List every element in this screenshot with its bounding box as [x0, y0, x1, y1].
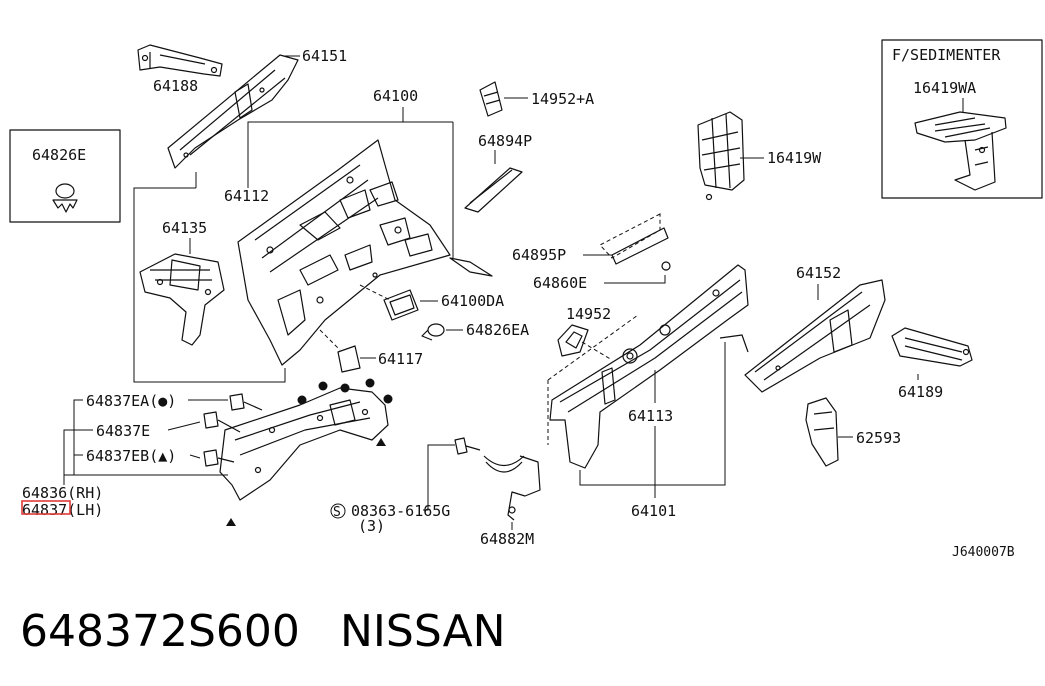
label-08363-qty: (3) — [358, 517, 385, 535]
part-64895P-drawing — [611, 227, 671, 271]
label-14952[interactable]: 14952 — [566, 305, 611, 323]
sedimenter-bracket-drawing — [914, 111, 1007, 191]
rail-64152-drawing — [744, 279, 886, 393]
label-64837E[interactable]: 64837E — [96, 422, 150, 440]
caption-brand: NISSAN — [340, 606, 506, 657]
label-64826E[interactable]: 64826E — [32, 146, 86, 164]
bolt-08363-drawing — [454, 437, 481, 455]
label-64826EA[interactable]: 64826EA — [466, 321, 529, 339]
label-64100[interactable]: 64100 — [373, 87, 418, 105]
grommet-14952-drawing — [557, 324, 589, 357]
bolts-drawing — [203, 393, 263, 467]
label-64836[interactable]: 64836(RH) — [22, 484, 103, 502]
label-64837[interactable]: 64837(LH) — [22, 501, 103, 519]
label-64152[interactable]: 64152 — [796, 264, 841, 282]
label-64837EB[interactable]: 64837EB(▲) — [86, 447, 176, 465]
label-64117[interactable]: 64117 — [378, 350, 423, 368]
pad-64100DA-drawing — [383, 289, 419, 321]
caption-part-number: 648372S600 — [20, 606, 300, 657]
highlight-box-64837 — [21, 500, 71, 515]
diagram-code: J640007B — [952, 545, 1015, 560]
bracket-16419W-drawing — [697, 111, 745, 201]
clip-64826EA-drawing — [421, 323, 445, 341]
label-16419W[interactable]: 16419W — [767, 149, 822, 167]
label-16419WA[interactable]: 16419WA — [913, 79, 976, 97]
label-64151[interactable]: 64151 — [302, 47, 347, 65]
dash-panel-64112-drawing — [237, 139, 493, 366]
bracket-64135-drawing — [139, 253, 225, 346]
label-64895P[interactable]: 64895P — [512, 246, 566, 264]
label-64113[interactable]: 64113 — [628, 407, 673, 425]
label-08363[interactable]: 08363-6165G — [351, 502, 450, 520]
label-64189[interactable]: 64189 — [898, 383, 943, 401]
part-64894P-drawing — [464, 167, 523, 213]
marker-dots — [226, 378, 393, 526]
clip-inset-box — [9, 129, 121, 223]
label-08363-circle-s: S — [333, 505, 341, 520]
label-64112[interactable]: 64112 — [224, 187, 269, 205]
label-64101[interactable]: 64101 — [631, 502, 676, 520]
inset-title: F/SEDIMENTER — [892, 46, 1001, 64]
label-64135[interactable]: 64135 — [162, 219, 207, 237]
label-64837EA[interactable]: 64837EA(●) — [86, 392, 176, 410]
label-64894P[interactable]: 64894P — [478, 132, 532, 150]
label-64882M[interactable]: 64882M — [480, 530, 534, 548]
bracket-64189-drawing — [891, 327, 973, 367]
label-14952A[interactable]: 14952+A — [531, 90, 594, 108]
inset-box — [881, 39, 1043, 199]
part-62593-drawing — [805, 397, 839, 467]
panel-64836-drawing — [219, 387, 389, 501]
label-62593[interactable]: 62593 — [856, 429, 901, 447]
clamp-64882M-drawing — [483, 455, 541, 521]
label-64100DA[interactable]: 64100DA — [441, 292, 504, 310]
label-64860E[interactable]: 64860E — [533, 274, 587, 292]
bracket-64188-drawing — [137, 44, 223, 77]
clip-14952A-drawing — [479, 81, 503, 117]
panel-64113-drawing — [549, 264, 749, 469]
clip-drawing — [52, 183, 78, 213]
label-64188[interactable]: 64188 — [153, 77, 198, 95]
part-64117-drawing — [337, 345, 361, 373]
rail-64151-drawing — [167, 54, 299, 169]
